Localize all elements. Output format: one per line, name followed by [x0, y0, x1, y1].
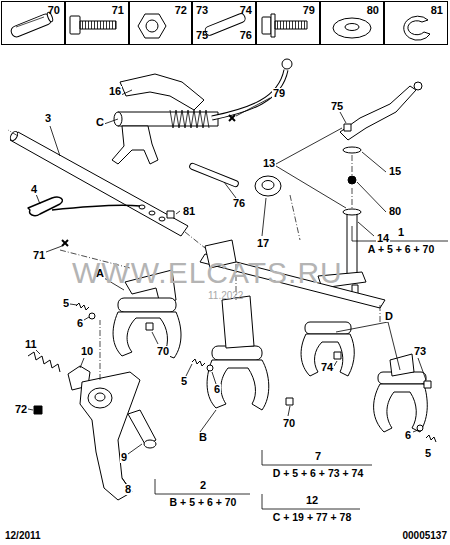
spring-coils: [170, 110, 209, 128]
part-cell: 72: [129, 1, 192, 45]
lever: [120, 74, 204, 110]
washer-icon: [333, 18, 371, 38]
part-number: 71: [112, 5, 124, 16]
callout-number: 80: [388, 206, 402, 217]
bolt-icon: [70, 16, 116, 34]
callout-number: 5: [62, 298, 70, 309]
part-letter: D: [384, 311, 394, 322]
part-number: 80: [367, 5, 379, 16]
part-number: 79: [303, 5, 315, 16]
callout-number: 11: [24, 339, 38, 350]
nut-icon: [138, 14, 166, 38]
marker-square-filled: [34, 406, 42, 414]
spring-clip: [28, 197, 62, 216]
part-cell: 70: [1, 1, 65, 45]
callout-number: 72: [14, 404, 28, 415]
kit-number: 12: [305, 495, 319, 506]
ball: [89, 313, 95, 319]
kit-contents: D + 5 + 6 + 73 + 74: [272, 468, 365, 479]
callout-number: 75: [330, 101, 344, 112]
callout-number: 8: [124, 484, 132, 495]
part-letter: C: [95, 117, 105, 128]
callout-number: 74: [320, 362, 334, 373]
leader-lines: [28, 90, 448, 509]
kit-contents: A + 5 + 6 + 70: [367, 244, 435, 255]
spring: [28, 352, 60, 372]
marker-cross: [62, 115, 235, 246]
part-letter: B: [198, 432, 208, 443]
part-number: 73: [196, 5, 208, 16]
callout-number: 70: [156, 346, 170, 357]
callout-number: 79: [272, 88, 286, 99]
callout-number: 81: [182, 206, 196, 217]
washer: [343, 147, 361, 153]
washer: [343, 209, 361, 215]
callout-number: 15: [388, 166, 402, 177]
date-code: 12/2011: [4, 531, 42, 541]
selector-assembly: [112, 112, 218, 164]
watermark-date: 11.2022: [208, 291, 243, 301]
part-cell: 79: [256, 1, 320, 45]
circlip-icon: [404, 16, 430, 40]
part-cell: 73 74 75 76: [192, 1, 256, 45]
pin: [189, 162, 239, 187]
callout-number: 5: [424, 448, 432, 459]
callout-number: 76: [232, 198, 246, 209]
roll-pin-icon: [10, 12, 54, 39]
kit-number: 2: [199, 480, 207, 491]
part-number: 81: [431, 5, 443, 16]
callout-number: 10: [80, 346, 94, 357]
callout-number: 6: [213, 384, 221, 395]
callout-number: 6: [76, 318, 84, 329]
callout-number: 73: [413, 346, 427, 357]
axis-lines: [8, 130, 380, 380]
detent-springs: [76, 303, 436, 442]
drawing-number: 00005137: [402, 531, 449, 541]
bushing: [255, 176, 281, 196]
selector-plate: [80, 372, 140, 500]
gear-rod: [212, 70, 286, 118]
kit-number: 1: [397, 227, 405, 238]
callout-number: 9: [120, 452, 128, 463]
fork-d: [301, 322, 427, 432]
callout-number: 70: [282, 418, 296, 429]
marker-dot: [348, 176, 356, 184]
watermark: WWW.ELCATS.RU: [72, 258, 343, 288]
callout-number: 3: [44, 113, 52, 124]
part-number: 72: [175, 5, 187, 16]
part-number: 74: [240, 5, 252, 16]
kit-contents: C + 19 + 77 + 78: [272, 512, 353, 523]
callout-number: 13: [262, 158, 276, 169]
callout-number: 17: [256, 238, 270, 249]
part-number: 75: [196, 30, 208, 41]
part-number: 76: [240, 30, 252, 41]
callout-number: 5: [180, 376, 188, 387]
callout-number: 6: [404, 430, 412, 441]
ball: [207, 365, 213, 371]
kit-contents: B + 5 + 6 + 70: [169, 497, 238, 508]
kit-number: 7: [314, 451, 322, 462]
flange-bolt-icon: [262, 14, 307, 37]
callout-number: 16: [108, 86, 122, 97]
part-cell: 81: [384, 1, 448, 45]
part-number: 70: [48, 5, 60, 16]
shift-rod: [9, 130, 188, 236]
part-cell: 71: [65, 1, 129, 45]
callout-number: 4: [30, 184, 38, 195]
callout-number: 71: [32, 250, 46, 261]
part-cell: 80: [320, 1, 384, 45]
callout-number: 14: [376, 233, 390, 244]
